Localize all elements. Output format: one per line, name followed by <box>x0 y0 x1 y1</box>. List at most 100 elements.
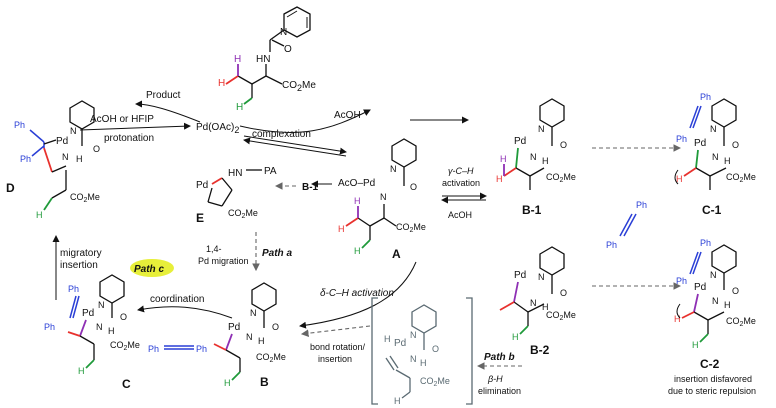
acoh-top-label: AcOH <box>334 110 361 121</box>
compound-c-label: C <box>122 377 131 391</box>
coordination-label: coordination <box>150 294 204 305</box>
migratory-label-2: insertion <box>60 260 98 271</box>
svg-text:N: N <box>96 322 103 332</box>
coordination-arrow <box>137 305 233 319</box>
beta-label-2: elimination <box>478 386 521 396</box>
methylene-h-purple: H <box>234 54 241 65</box>
svg-text:Pd: Pd <box>228 322 240 333</box>
svg-text:N: N <box>530 152 537 162</box>
svg-text:N: N <box>712 296 719 306</box>
svg-text:Pd: Pd <box>514 270 526 281</box>
svg-text:Ph: Ph <box>676 276 687 286</box>
svg-text:O: O <box>732 140 739 150</box>
svg-text:PA: PA <box>264 166 277 177</box>
svg-text:H: H <box>394 396 401 406</box>
svg-text:Ph: Ph <box>68 284 79 294</box>
svg-text:AcO–Pd: AcO–Pd <box>338 178 375 189</box>
svg-text:H: H <box>384 334 391 344</box>
svg-text:Pd: Pd <box>694 138 706 149</box>
svg-text:N: N <box>530 298 537 308</box>
beta-hydride-intermediate: N H Pd O N H H CO2Me <box>371 297 473 406</box>
svg-text:Pd: Pd <box>56 136 68 147</box>
svg-text:CO2Me: CO2Me <box>70 192 100 204</box>
svg-text:O: O <box>120 312 127 322</box>
svg-text:N: N <box>712 152 719 162</box>
path-c-badge <box>130 259 174 277</box>
acoh-right-label: AcOH <box>448 210 472 220</box>
svg-text:H: H <box>76 154 83 164</box>
svg-text:Ph: Ph <box>700 238 711 248</box>
svg-text:CO2Me: CO2Me <box>420 376 450 388</box>
svg-text:CO2Me: CO2Me <box>546 172 576 184</box>
svg-text:O: O <box>93 144 100 154</box>
pyridine-n-label: N <box>280 27 287 38</box>
product-label: Product <box>146 90 181 101</box>
compound-b2-label: B-2 <box>530 343 550 357</box>
methyl-h-green: H <box>236 102 243 113</box>
svg-text:Pd: Pd <box>694 282 706 293</box>
path-c-label: Path c <box>134 264 164 275</box>
compound-c-structure: Ph Ph Pd N O N H H CO2Me <box>44 274 140 376</box>
svg-text:H: H <box>354 196 361 206</box>
svg-text:H: H <box>496 174 503 184</box>
path-b-label: Path b <box>484 352 515 363</box>
bond-rotation-dashed-arrow <box>300 325 371 338</box>
compound-a-label: A <box>392 247 401 261</box>
svg-text:H: H <box>224 378 231 388</box>
beta-label-1: β-H <box>487 374 503 384</box>
compound-c1-label: C-1 <box>702 203 722 217</box>
svg-text:N: N <box>538 124 545 134</box>
svg-text:CO2Me: CO2Me <box>546 310 576 322</box>
svg-text:H: H <box>354 246 361 256</box>
svg-text:N: N <box>250 308 257 318</box>
compound-e-structure: Pd HN PA CO2Me <box>196 166 277 220</box>
compound-c2-structure: N Ph Ph Pd O N H H H CO2Me <box>674 238 756 350</box>
delta-label: δ-C–H activation <box>320 288 394 299</box>
svg-text:N: N <box>62 152 69 162</box>
svg-text:H: H <box>420 358 427 368</box>
compound-b-label: B <box>260 375 269 389</box>
ester-label: CO2Me <box>282 80 316 93</box>
svg-text:CO2Me: CO2Me <box>726 172 756 184</box>
acoh-release-arrow <box>239 109 371 134</box>
svg-text:N: N <box>410 330 417 340</box>
svg-text:Ph: Ph <box>148 344 159 354</box>
acoh-hfip-label: AcOH or HFIP <box>90 114 154 125</box>
svg-text:H: H <box>724 300 731 310</box>
svg-text:Pd: Pd <box>394 338 406 349</box>
compound-d-structure: Ph Ph Pd N O N H H CO2Me <box>14 100 100 220</box>
bond-rotation-label-1: bond rotation/ <box>310 342 366 352</box>
svg-text:H: H <box>258 336 265 346</box>
compound-d-label: D <box>6 181 15 195</box>
compound-e-label: E <box>196 211 204 225</box>
svg-text:CO2Me: CO2Me <box>110 340 140 352</box>
svg-text:H: H <box>674 314 681 324</box>
svg-text:H: H <box>542 302 549 312</box>
gamma-label-1: γ-C–H <box>448 166 474 176</box>
svg-text:O: O <box>560 288 567 298</box>
svg-text:Pd: Pd <box>196 180 208 191</box>
svg-text:Ph: Ph <box>636 200 647 210</box>
svg-text:H: H <box>338 224 345 234</box>
compound-a-structure: AcO–Pd N O N CO2Me H H H <box>338 138 426 256</box>
complexation-label: complexation <box>252 129 311 140</box>
svg-text:H: H <box>500 154 507 164</box>
alkyne-feed: Ph Ph <box>148 344 207 354</box>
complexation-forward-arrow <box>243 135 347 155</box>
svg-text:N: N <box>538 272 545 282</box>
methyl-h-red: H <box>218 78 225 89</box>
svg-text:N: N <box>390 164 397 174</box>
svg-text:Ph: Ph <box>44 322 55 332</box>
migratory-label-1: migratory <box>60 248 102 259</box>
protonation-label: protonation <box>104 133 154 144</box>
svg-text:H: H <box>676 174 683 184</box>
svg-text:O: O <box>732 286 739 296</box>
pdmig-label-1: 1,4- <box>206 244 222 254</box>
complexation-reverse-arrow <box>243 137 347 157</box>
svg-text:Pd: Pd <box>82 308 94 319</box>
svg-text:H: H <box>512 332 519 342</box>
svg-text:H: H <box>724 156 731 166</box>
diphenylacetylene-reagent: Ph Ph <box>606 200 647 250</box>
compound-c1-structure: N Ph Ph Pd O N H CO2Me H <box>674 92 756 190</box>
compound-b2-structure: N Pd O N H H CO2Me <box>499 246 576 342</box>
